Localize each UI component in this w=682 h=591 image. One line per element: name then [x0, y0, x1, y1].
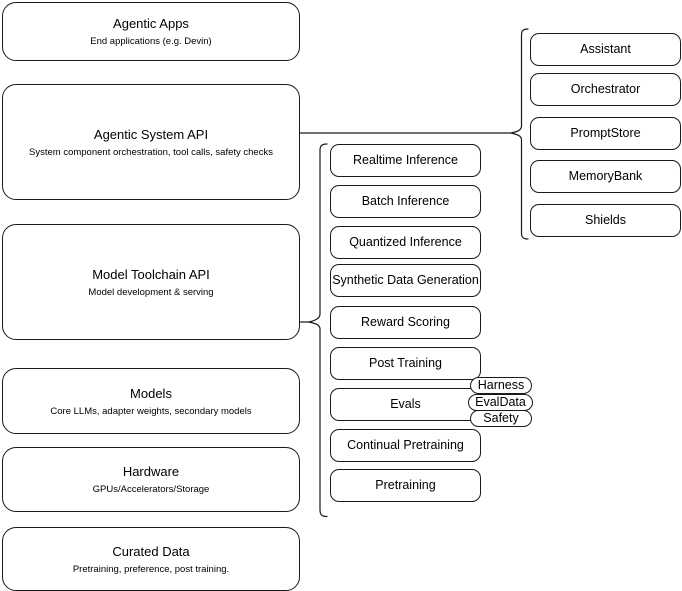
toolchain-item-quantized-inference[interactable]: Quantized Inference: [330, 226, 481, 259]
layer-subtitle: Model development & serving: [88, 286, 214, 298]
layer-box-models[interactable]: Models Core LLMs, adapter weights, secon…: [2, 368, 300, 434]
layer-title: Hardware: [122, 464, 180, 479]
brace-middle-group: [308, 143, 328, 518]
layer-box-model-toolchain-api[interactable]: Model Toolchain API Model development & …: [2, 224, 300, 340]
toolchain-item-label: Continual Pretraining: [347, 438, 464, 452]
system-item-label: Assistant: [580, 42, 631, 56]
system-item-promptstore[interactable]: PromptStore: [530, 117, 681, 150]
toolchain-item-evals[interactable]: Evals: [330, 388, 481, 421]
system-item-label: PromptStore: [570, 126, 641, 140]
layer-subtitle: Pretraining, preference, post training.: [72, 563, 230, 575]
toolchain-item-label: Evals: [390, 397, 421, 411]
evals-pill-evaldata[interactable]: EvalData: [468, 394, 533, 411]
layer-subtitle: GPUs/Accelerators/Storage: [92, 484, 210, 495]
evals-pill-label: EvalData: [475, 395, 526, 410]
evals-pill-label: Harness: [477, 378, 525, 393]
toolchain-item-label: Pretraining: [375, 478, 436, 492]
toolchain-item-pretraining[interactable]: Pretraining: [330, 469, 481, 502]
layer-box-agentic-apps[interactable]: Agentic Apps End applications (e.g. Devi…: [2, 2, 300, 61]
toolchain-item-batch-inference[interactable]: Batch Inference: [330, 185, 481, 218]
layer-title: Models: [130, 385, 172, 401]
system-item-assistant[interactable]: Assistant: [530, 33, 681, 66]
system-item-label: Orchestrator: [570, 82, 641, 96]
layer-subtitle: System component orchestration, tool cal…: [29, 146, 273, 158]
toolchain-item-label: Synthetic Data Generation: [332, 273, 479, 287]
system-item-shields[interactable]: Shields: [530, 204, 681, 237]
system-item-memorybank[interactable]: MemoryBank: [530, 160, 681, 193]
toolchain-item-synthetic-data-generation[interactable]: Synthetic Data Generation: [330, 264, 481, 297]
toolchain-item-label: Post Training: [369, 356, 442, 370]
layer-box-curated-data[interactable]: Curated Data Pretraining, preference, po…: [2, 527, 300, 591]
evals-pill-safety[interactable]: Safety: [470, 410, 532, 427]
layer-title: Agentic System API: [93, 126, 209, 142]
system-item-label: MemoryBank: [568, 169, 643, 183]
toolchain-item-realtime-inference[interactable]: Realtime Inference: [330, 144, 481, 177]
evals-pill-label: Safety: [483, 411, 519, 426]
layer-subtitle: End applications (e.g. Devin): [90, 36, 212, 47]
toolchain-item-post-training[interactable]: Post Training: [330, 347, 481, 380]
layer-title: Agentic Apps: [113, 16, 189, 31]
layer-box-hardware[interactable]: Hardware GPUs/Accelerators/Storage: [2, 447, 300, 512]
layer-title: Model Toolchain API: [92, 266, 210, 282]
toolchain-item-label: Realtime Inference: [353, 153, 458, 167]
evals-pill-harness[interactable]: Harness: [470, 377, 532, 394]
brace-right-group: [510, 28, 529, 240]
layer-box-agentic-system-api[interactable]: Agentic System API System component orch…: [2, 84, 300, 200]
system-item-orchestrator[interactable]: Orchestrator: [530, 73, 681, 106]
toolchain-item-reward-scoring[interactable]: Reward Scoring: [330, 306, 481, 339]
layer-title: Curated Data: [112, 543, 190, 559]
toolchain-item-label: Reward Scoring: [361, 315, 450, 329]
toolchain-item-continual-pretraining[interactable]: Continual Pretraining: [330, 429, 481, 462]
toolchain-item-label: Quantized Inference: [349, 235, 462, 249]
system-item-label: Shields: [585, 213, 626, 227]
layer-subtitle: Core LLMs, adapter weights, secondary mo…: [50, 405, 252, 417]
toolchain-item-label: Batch Inference: [361, 194, 450, 208]
